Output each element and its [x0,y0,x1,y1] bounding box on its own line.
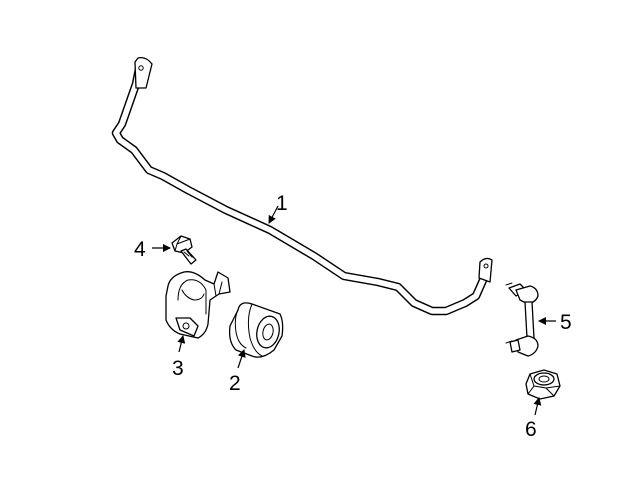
callout-1: 1 [276,192,288,215]
callout-2: 2 [229,372,241,395]
leader-2 [237,349,246,369]
leader-6 [533,397,542,416]
callout-4: 4 [134,238,146,261]
stabilizer-bushing [228,302,284,358]
stabilizer-link [505,282,539,357]
stabilizer-bar [111,56,493,316]
callout-3: 3 [172,357,184,380]
leader-1 [268,205,279,224]
stabilizer-bushing-bracket [165,271,231,339]
bolt [171,235,197,265]
callout-6: 6 [525,418,537,441]
leader-3 [177,335,186,353]
callout-5: 5 [560,311,572,334]
hex-nut [525,369,561,400]
